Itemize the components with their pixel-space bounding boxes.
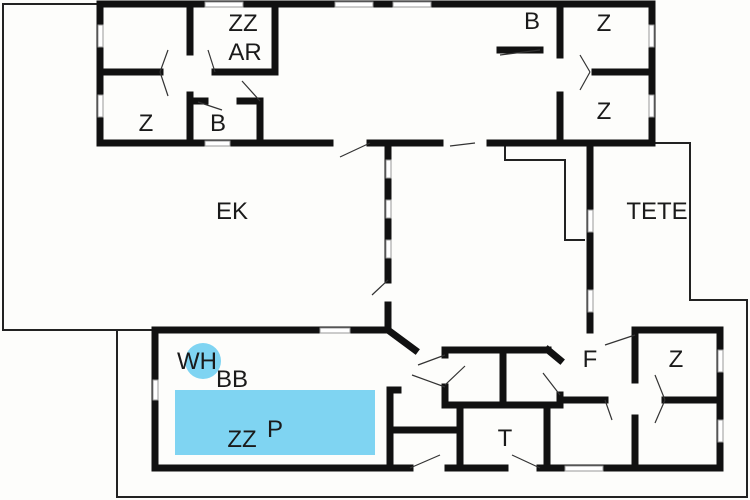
pool xyxy=(175,390,375,455)
door-swing xyxy=(411,374,446,388)
door-swing xyxy=(241,80,261,102)
door-swing xyxy=(449,142,476,147)
door-swing xyxy=(511,454,541,469)
window xyxy=(587,289,594,313)
window xyxy=(717,419,724,443)
window xyxy=(564,465,604,472)
window xyxy=(385,239,392,259)
door-swing xyxy=(371,279,389,296)
room-label-bb: BB xyxy=(215,366,249,393)
door-swing xyxy=(604,334,636,346)
window xyxy=(385,199,392,219)
window xyxy=(97,24,104,48)
door-swing xyxy=(654,399,666,424)
room-label-ar: AR xyxy=(228,39,262,66)
door-swing xyxy=(654,374,666,401)
door-swing xyxy=(604,399,613,421)
window xyxy=(587,209,594,233)
room-label-p: P xyxy=(266,416,284,443)
room-label-wh: WH xyxy=(177,348,217,375)
room-label-b-top-right: B xyxy=(523,8,541,35)
door-swing xyxy=(542,372,561,396)
room-label-z-top-right-1: Z xyxy=(596,10,612,37)
window xyxy=(648,24,655,48)
window xyxy=(204,1,244,8)
room-label-ek: EK xyxy=(215,198,249,225)
doors xyxy=(159,49,666,469)
windows xyxy=(97,1,724,472)
door-swing xyxy=(579,71,591,91)
door-swing xyxy=(417,354,446,366)
door-swing xyxy=(339,142,371,158)
door-swing xyxy=(499,49,541,56)
room-label-b-top-left: B xyxy=(209,110,227,137)
window xyxy=(334,1,374,8)
room-label-zz-top: ZZ xyxy=(228,10,258,37)
door-swing xyxy=(159,49,169,73)
door-swing xyxy=(444,365,466,386)
room-label-t: T xyxy=(497,425,513,452)
room-label-zz-bottom: ZZ xyxy=(227,426,257,453)
window xyxy=(392,1,432,8)
window xyxy=(717,349,724,373)
room-label-f: F xyxy=(582,346,598,373)
room-label-z-top-right-2: Z xyxy=(596,98,612,125)
window xyxy=(204,140,231,147)
whirlpool xyxy=(185,343,221,379)
door-swing xyxy=(207,49,216,73)
window xyxy=(319,327,351,334)
wall xyxy=(383,325,420,355)
room-label-tete: TETE xyxy=(626,198,688,225)
door-swing xyxy=(409,454,441,469)
wall xyxy=(543,345,565,365)
room-label-z-top-left: Z xyxy=(138,110,154,137)
door-swing xyxy=(159,71,169,97)
door-swing xyxy=(579,54,591,73)
room-label-z-bottom: Z xyxy=(668,346,684,373)
window xyxy=(385,159,392,179)
door-swing xyxy=(197,101,223,111)
window xyxy=(152,379,159,401)
window xyxy=(648,94,655,118)
terrace-outline xyxy=(2,3,748,498)
window xyxy=(97,94,104,118)
